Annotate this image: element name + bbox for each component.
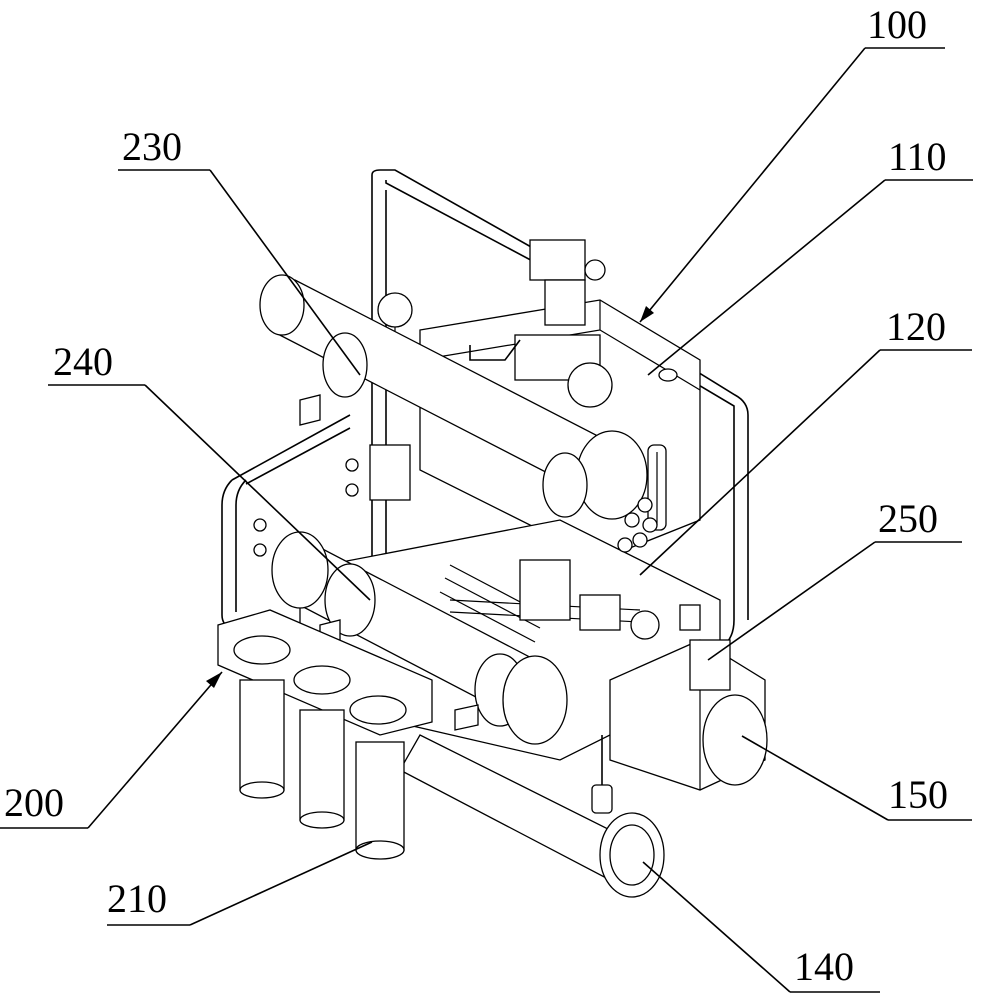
arrowhead-200 xyxy=(206,672,222,688)
label-100: 100 xyxy=(867,2,927,47)
label-120: 120 xyxy=(886,304,946,349)
label-210: 210 xyxy=(107,876,167,921)
label-110: 110 xyxy=(888,134,947,179)
leader-lines xyxy=(0,47,973,993)
filter-housings xyxy=(233,635,407,860)
label-140: 140 xyxy=(794,944,854,989)
label-150: 150 xyxy=(888,772,948,817)
label-250: 250 xyxy=(878,496,938,541)
label-240: 240 xyxy=(53,339,113,384)
label-230: 230 xyxy=(122,124,182,169)
label-200: 200 xyxy=(4,780,64,825)
machine-body xyxy=(217,169,768,898)
arrowhead-100 xyxy=(640,306,654,322)
